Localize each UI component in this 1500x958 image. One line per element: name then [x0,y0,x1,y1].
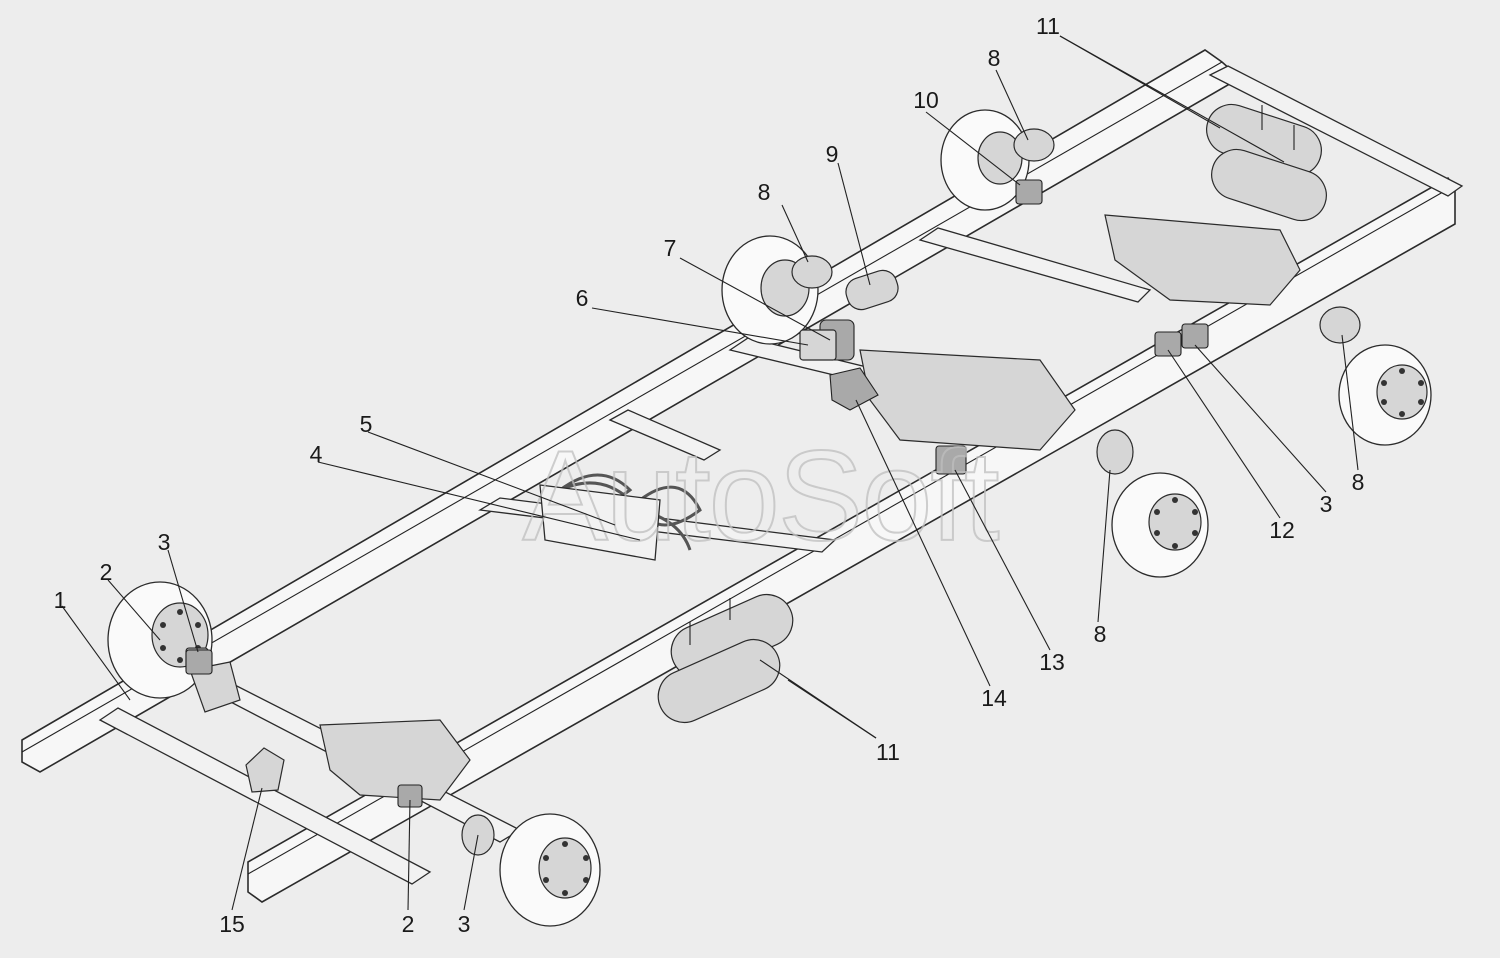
hose-bracket [539,484,661,561]
middle-left-brake-chamber [791,255,833,289]
rear-valve-10 [1015,179,1043,205]
unit-14 [829,367,879,411]
hose-coil-5 [636,485,702,551]
rear-axle [940,109,1432,446]
callout-5: 5 [360,411,373,437]
rear-left-brake-chamber [1013,128,1055,162]
callout-8d: 8 [1352,469,1365,495]
rear-valve-3 [1181,323,1209,349]
callout-10: 10 [913,87,939,113]
callout-2b: 2 [402,911,415,937]
leader-lines [61,35,1359,911]
cross-member-3 [918,227,1152,303]
right-frame-rail [247,176,1456,903]
callout-1: 1 [54,587,67,613]
callout-8b: 8 [988,45,1001,71]
callout-15: 15 [219,911,245,937]
rear-right-hub [1376,364,1428,420]
front-valve-left [185,649,213,675]
callout-9: 9 [826,141,839,167]
pneumatic-units [539,269,899,561]
callouts: 1 2 3 4 5 6 7 8 9 10 8 11 11 14 13 8 12 … [54,13,1365,937]
callout-13: 13 [1039,649,1065,675]
callout-11b: 11 [876,739,900,765]
middle-differential [859,349,1076,451]
callout-4: 4 [310,441,323,467]
callout-7: 7 [664,235,677,261]
unit-6 [799,329,837,361]
middle-axle [721,235,1209,578]
watermark-text: AutoSoft [523,425,999,568]
front-steering-box [319,719,471,801]
callout-2a: 2 [100,559,113,585]
cross-member-front [98,707,432,885]
middle-valve-13 [935,445,967,475]
callout-12: 12 [1269,517,1295,543]
callout-6: 6 [576,285,589,311]
callout-3c: 3 [458,911,471,937]
middle-right-hub [1148,493,1202,551]
rear-air-tank-lower [1211,148,1327,222]
rear-differential [1104,214,1301,306]
callout-3a: 3 [158,529,171,555]
front-right-hub [538,837,592,899]
cross-member-4 [608,409,722,461]
callout-8a: 8 [758,179,771,205]
front-air-tank-lower [657,638,781,724]
callout-11a: 11 [1036,13,1060,39]
front-brake-valve [245,747,285,793]
middle-right-brake-chamber [1096,429,1134,475]
callout-8c: 8 [1094,621,1107,647]
callout-14: 14 [981,685,1007,711]
callout-3b: 3 [1320,491,1333,517]
rear-cross-member [1208,65,1464,197]
rear-valve-12 [1154,331,1182,357]
rear-right-brake-chamber [1319,306,1361,344]
air-tanks [657,103,1327,724]
